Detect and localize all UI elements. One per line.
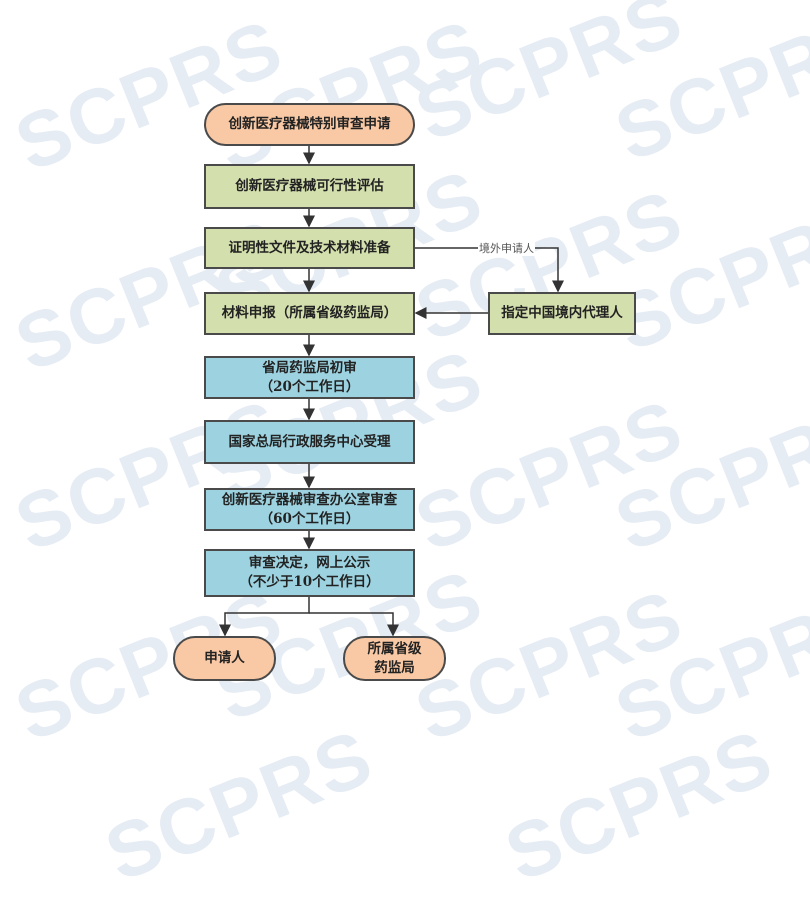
node-prepare: 证明性文件及技术材料准备	[204, 227, 415, 269]
node-label: 指定中国境内代理人	[501, 305, 623, 321]
node-label: 创新医疗器械可行性评估	[235, 178, 384, 194]
node-label: 省局药监局初审	[262, 359, 357, 376]
node-label: （20个工作日）	[259, 378, 360, 395]
node-label: 申请人	[204, 650, 245, 666]
node-label: 证明性文件及技术材料准备	[228, 239, 391, 256]
node-agent: 指定中国境内代理人	[488, 292, 636, 335]
node-accept: 国家总局行政服务中心受理	[204, 420, 415, 464]
connectors	[219, 145, 564, 637]
node-label: 创新医疗器械特别审查申请	[228, 116, 391, 132]
node-label: 创新医疗器械审查办公室审查	[221, 491, 398, 508]
arrow-prepare-agent	[414, 247, 564, 293]
node-label: 国家总局行政服务中心受理	[228, 433, 391, 450]
node-label: （60个工作日）	[259, 510, 360, 527]
node-label: 审查决定，网上公示	[248, 555, 371, 571]
node-provincial-bureau: 所属省级药监局	[343, 636, 446, 681]
node-start: 创新医疗器械特别审查申请	[204, 103, 415, 146]
node-submit: 材料申报（所属省级药监局）	[204, 292, 415, 335]
node-label: 所属省级	[367, 640, 422, 657]
node-label: （不少于10个工作日）	[239, 574, 380, 590]
node-office-review: 创新医疗器械审查办公室审查 （60个工作日）	[204, 488, 415, 531]
node-label: 药监局	[374, 659, 415, 676]
branch-line	[219, 596, 310, 637]
node-decision: 审查决定，网上公示 （不少于10个工作日）	[204, 549, 415, 597]
node-provincial-review: 省局药监局初审 （20个工作日）	[204, 356, 415, 399]
node-label: 材料申报（所属省级药监局）	[221, 305, 398, 321]
branch-line-right	[309, 612, 399, 637]
node-feasibility: 创新医疗器械可行性评估	[204, 164, 415, 209]
edge-label-overseas: 境外申请人	[478, 240, 535, 256]
node-applicant: 申请人	[173, 636, 276, 681]
